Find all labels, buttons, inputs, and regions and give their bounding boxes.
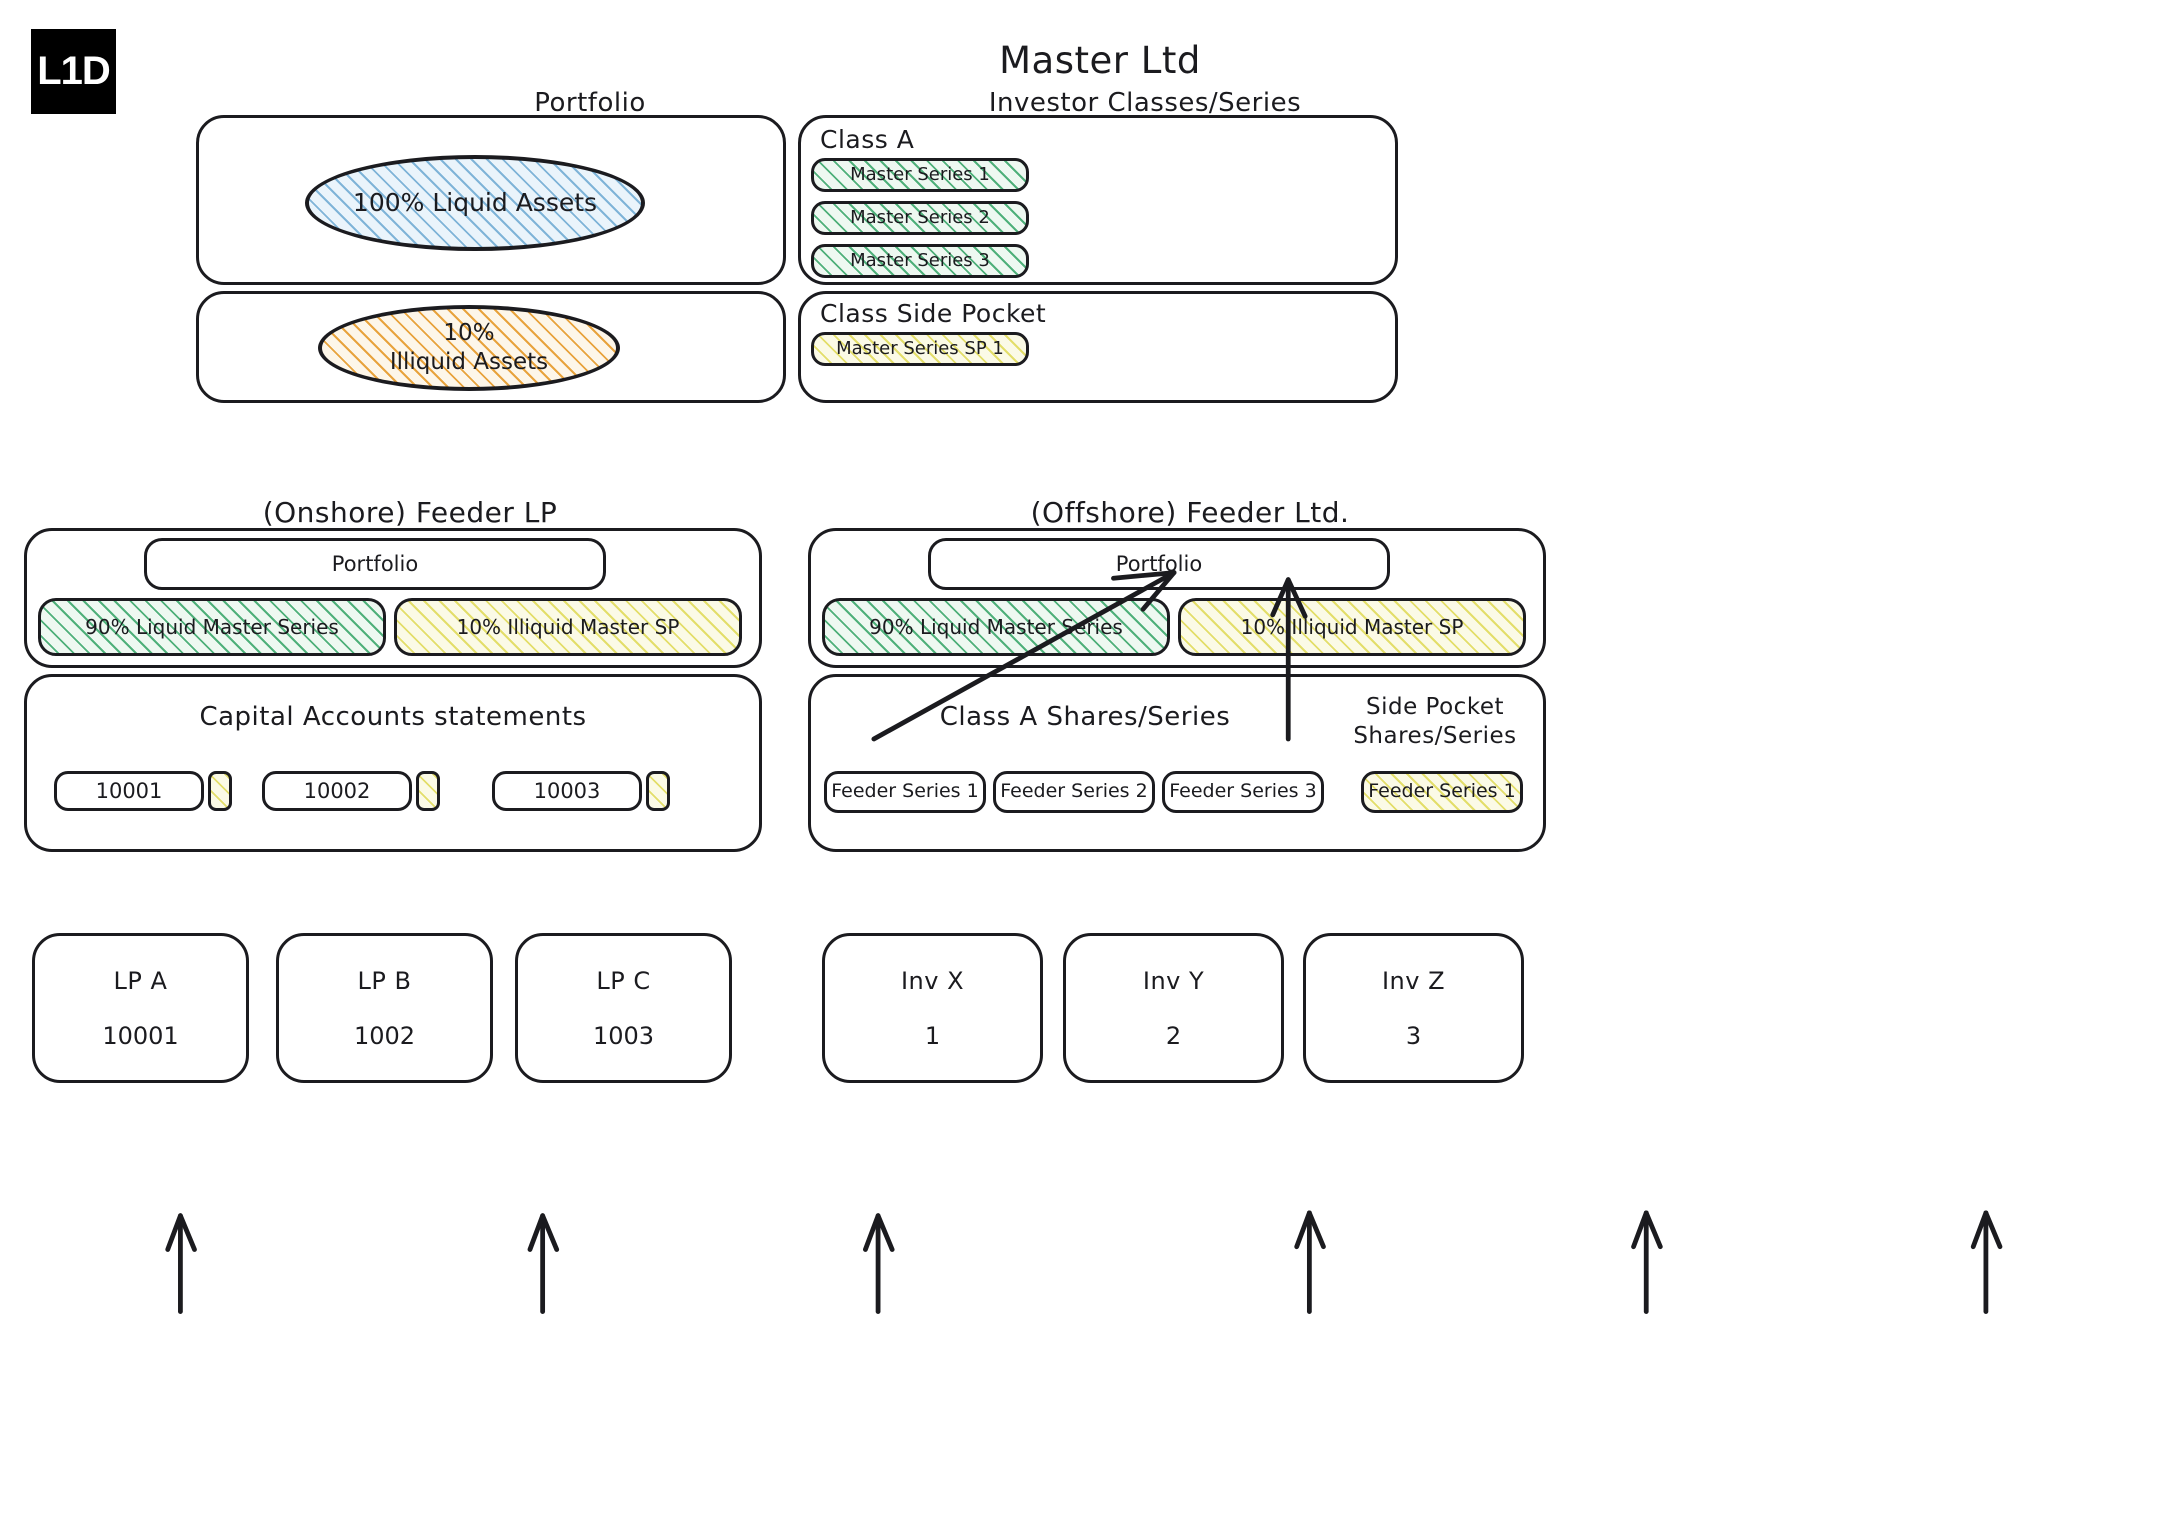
investor-card-lp-a-number: 10001 <box>102 1022 179 1050</box>
master-series-1-label: Master Series 1 <box>850 163 990 185</box>
feeder-series-1-label: Feeder Series 1 <box>831 780 979 803</box>
master-series-3[interactable] <box>811 244 1029 278</box>
investor-card-inv-x-number: 1 <box>924 1022 941 1050</box>
l1d-logo: L1D <box>31 29 116 114</box>
onshore-liquid-master-series[interactable] <box>38 598 386 656</box>
master-series-2[interactable] <box>811 201 1029 235</box>
investor-card-inv-z[interactable] <box>1303 933 1524 1083</box>
onshore-liquid-master-series-label: 90% Liquid Master Series <box>85 614 339 639</box>
master-title: Master Ltd <box>999 38 1201 82</box>
capital-account-10003-sp-tag[interactable] <box>646 771 670 811</box>
investor-card-lp-a-name: LP A <box>113 967 168 995</box>
capital-account-10001-sp-tag[interactable] <box>208 771 232 811</box>
capital-accounts-title: Capital Accounts statements <box>199 701 587 732</box>
investor-card-lp-c-name: LP C <box>596 967 651 995</box>
feeder-series-sp-1[interactable] <box>1361 771 1523 813</box>
logo-text: L1D <box>37 49 111 93</box>
investor-card-lp-c[interactable] <box>515 933 732 1083</box>
capital-account-10002[interactable] <box>262 771 412 811</box>
investor-card-lp-b[interactable] <box>276 933 493 1083</box>
master-series-3-label: Master Series 3 <box>850 249 990 271</box>
capital-account-10002-sp-tag[interactable] <box>416 771 440 811</box>
feeder-series-3[interactable] <box>1162 771 1324 813</box>
class-a-label: Class A <box>820 125 915 155</box>
feeder-series-3-label: Feeder Series 3 <box>1169 780 1317 803</box>
investor-card-inv-x-name: Inv X <box>900 967 965 995</box>
offshore-liquid-master-series-label: 90% Liquid Master Series <box>869 614 1123 639</box>
master-series-2-label: Master Series 2 <box>850 206 990 228</box>
investor-card-inv-x[interactable] <box>822 933 1043 1083</box>
onshore-feeder-title: (Onshore) Feeder LP <box>262 495 558 529</box>
investor-card-inv-z-name: Inv Z <box>1381 967 1446 995</box>
onshore-illiquid-master-sp-label: 10% Illiquid Master SP <box>456 614 680 639</box>
liquid-assets-ellipse: 100% Liquid Assets <box>305 155 645 251</box>
master-series-sp-1-label: Master Series SP 1 <box>836 337 1004 359</box>
capital-accounts-box <box>24 674 762 852</box>
investor-card-inv-y-number: 2 <box>1165 1022 1182 1050</box>
capital-account-10001[interactable] <box>54 771 204 811</box>
feeder-series-1[interactable] <box>824 771 986 813</box>
master-investor-classes-label: Investor Classes/Series <box>988 87 1302 118</box>
class-a-shares-label: Class A Shares/Series <box>939 701 1231 732</box>
capital-account-10001-label: 10001 <box>95 778 163 803</box>
master-portfolio-label: Portfolio <box>534 87 646 118</box>
investor-card-lp-a[interactable] <box>32 933 249 1083</box>
offshore-portfolio-label: Portfolio <box>1115 551 1203 576</box>
master-series-1[interactable] <box>811 158 1029 192</box>
feeder-series-2[interactable] <box>993 771 1155 813</box>
side-pocket-shares-label: Side Pocket Shares/Series <box>1353 694 1517 749</box>
investor-card-lp-b-number: 1002 <box>353 1022 416 1050</box>
feeder-series-2-label: Feeder Series 2 <box>1000 780 1148 803</box>
offshore-illiquid-master-sp[interactable] <box>1178 598 1526 656</box>
capital-account-10002-label: 10002 <box>303 778 371 803</box>
investor-card-inv-z-number: 3 <box>1405 1022 1422 1050</box>
investor-card-lp-b-name: LP B <box>357 967 412 995</box>
onshore-illiquid-master-sp[interactable] <box>394 598 742 656</box>
illiquid-assets-ellipse: 10% Illiquid Assets <box>318 305 620 391</box>
offshore-illiquid-master-sp-label: 10% Illiquid Master SP <box>1240 614 1464 639</box>
capital-account-10003[interactable] <box>492 771 642 811</box>
capital-account-10003-label: 10003 <box>533 778 601 803</box>
feeder-series-sp-1-label: Feeder Series 1 <box>1368 780 1516 803</box>
investor-card-lp-c-number: 1003 <box>592 1022 655 1050</box>
onshore-portfolio-box <box>144 538 606 590</box>
investor-card-inv-y-name: Inv Y <box>1142 967 1205 995</box>
class-side-pocket-label: Class Side Pocket <box>820 299 1047 329</box>
onshore-portfolio-label: Portfolio <box>331 551 419 576</box>
investor-card-inv-y[interactable] <box>1063 933 1284 1083</box>
offshore-feeder-title: (Offshore) Feeder Ltd. <box>1030 495 1350 529</box>
class-a-box <box>798 115 1398 285</box>
master-series-sp-1[interactable] <box>811 332 1029 366</box>
